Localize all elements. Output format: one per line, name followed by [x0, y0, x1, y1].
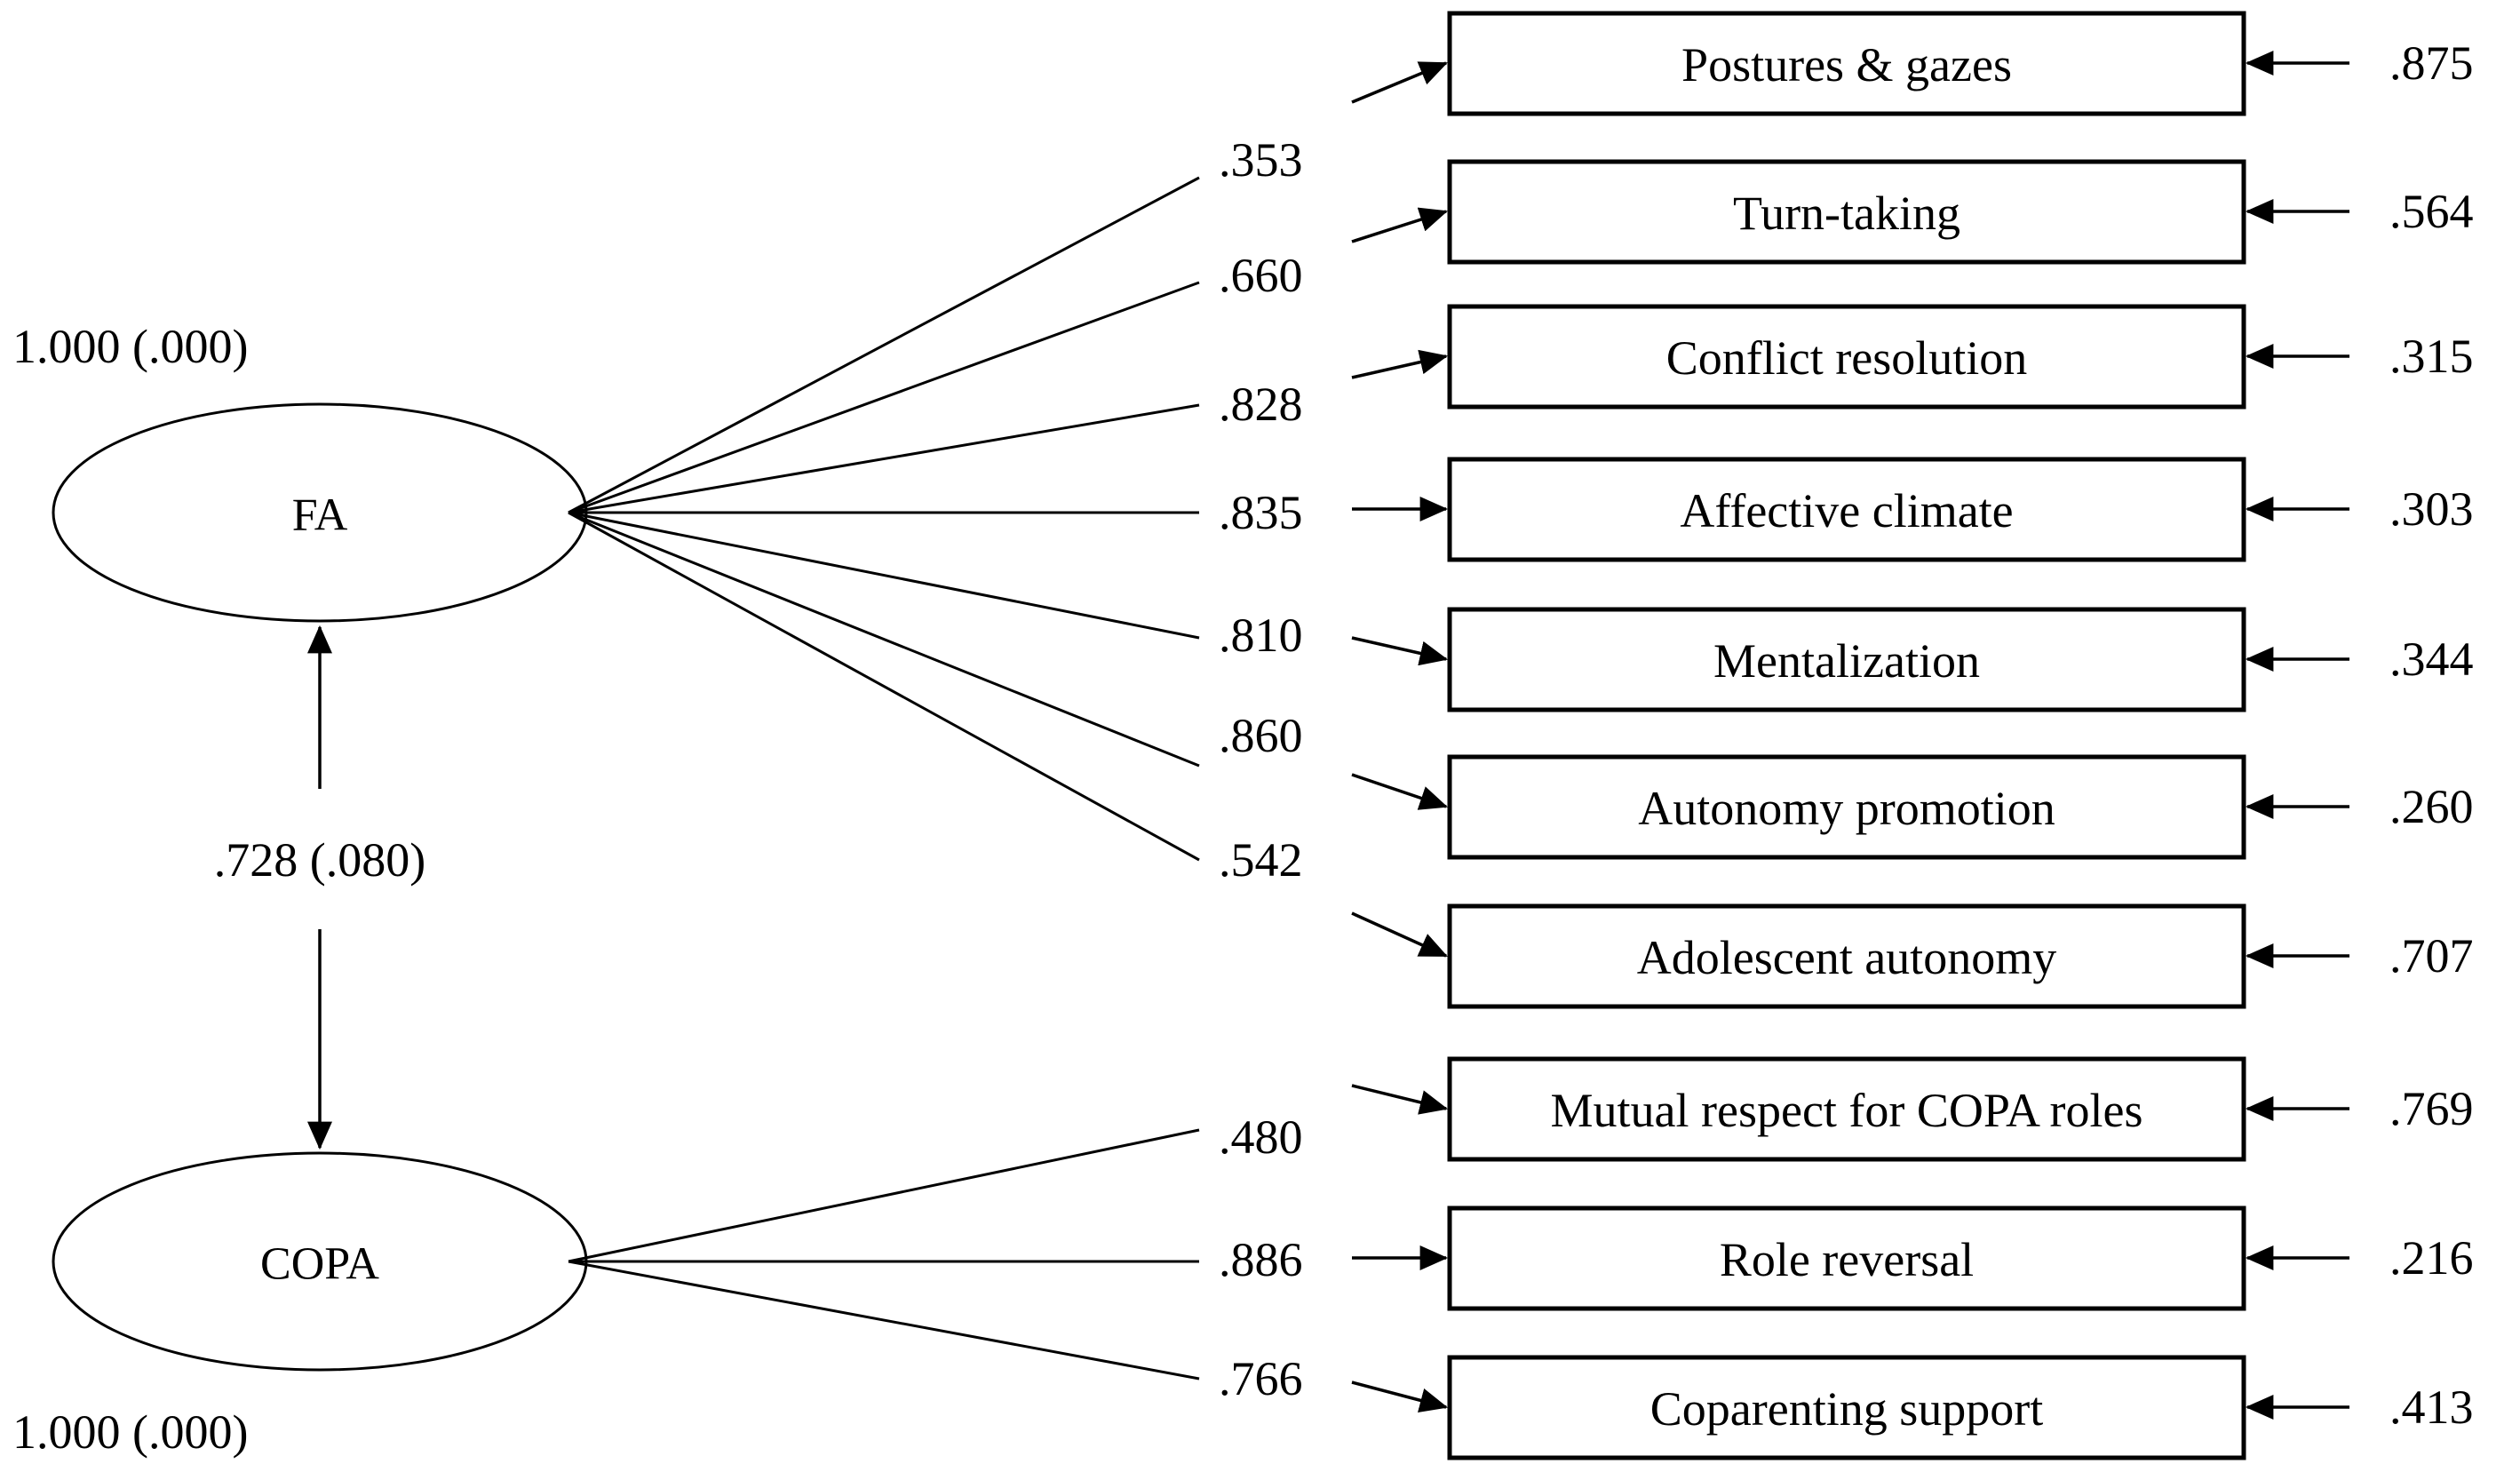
copa-loading-line-2	[568, 1260, 1200, 1380]
indicator-rect[interactable]	[1447, 457, 2246, 562]
indicator-rect[interactable]	[1447, 159, 2246, 265]
loading-arrow-1	[1351, 207, 1448, 243]
loading-arrows	[1351, 61, 1449, 1413]
fa-loading-line-6	[568, 511, 1200, 862]
copa-label: COPA	[260, 1239, 379, 1290]
loading-label-8: .886	[1219, 1233, 1303, 1286]
residual-arrows	[2245, 51, 2349, 1420]
factor-covariance-label: .728 (.080)	[214, 833, 425, 887]
indicator-rect[interactable]	[1447, 607, 2246, 712]
loading-label-4: .810	[1219, 609, 1303, 662]
indicator-box-0[interactable]: Postures & gazes	[1447, 11, 2246, 116]
loading-label-3: .835	[1219, 486, 1303, 539]
indicator-rect[interactable]	[1447, 304, 2246, 410]
residual-label-5: .260	[2389, 780, 2474, 833]
residual-label-7: .769	[2389, 1082, 2474, 1135]
loading-label-5: .860	[1219, 709, 1303, 762]
fa-loading-line-0	[568, 176, 1200, 514]
indicator-box-5[interactable]: Autonomy promotion	[1447, 754, 2246, 860]
loading-arrow-2	[1351, 349, 1449, 379]
residual-label-1: .564	[2389, 185, 2474, 238]
indicator-box-8[interactable]: Role reversal	[1447, 1205, 2246, 1311]
fa-variance-label: 1.000 (.000)	[12, 320, 248, 373]
copa-variance-label: 1.000 (.000)	[12, 1405, 248, 1459]
loading-arrow-5	[1351, 773, 1448, 810]
loading-label-7: .480	[1219, 1110, 1303, 1164]
fa-loading-line-1	[568, 281, 1200, 514]
loading-label-6: .542	[1219, 833, 1303, 887]
indicator-box-3[interactable]: Affective climate	[1447, 457, 2246, 562]
residual-label-8: .216	[2389, 1231, 2474, 1285]
indicator-label: Turn-taking	[1733, 187, 1960, 240]
indicator-box-7[interactable]: Mutual respect for COPA roles	[1447, 1056, 2246, 1162]
latent-factor-copa[interactable]: COPA	[52, 1151, 588, 1372]
indicator-label: Coparenting support	[1650, 1382, 2043, 1436]
residual-label-3: .303	[2389, 482, 2474, 536]
loading-arrow-6	[1351, 911, 1448, 958]
indicator-label: Mutual respect for COPA roles	[1551, 1084, 2143, 1137]
indicator-label: Autonomy promotion	[1638, 782, 2055, 835]
copa-loading-line-0	[568, 1128, 1200, 1263]
loading-arrow-4	[1351, 636, 1449, 666]
indicator-box-2[interactable]: Conflict resolution	[1447, 304, 2246, 410]
residual-label-6: .707	[2389, 929, 2474, 983]
indicator-rect[interactable]	[1447, 903, 2246, 1009]
indicator-rect[interactable]	[1447, 754, 2246, 860]
loading-label-0: .353	[1219, 133, 1303, 187]
indicator-label: Role reversal	[1720, 1233, 1974, 1286]
fa-loading-line-2	[568, 403, 1200, 514]
residual-label-2: .315	[2389, 330, 2474, 383]
fa-loading-line-5	[568, 511, 1200, 768]
indicator-rect[interactable]	[1447, 1355, 2246, 1460]
loading-label-2: .828	[1219, 378, 1303, 431]
loading-label-1: .660	[1219, 249, 1303, 302]
fa-label: FA	[292, 490, 348, 541]
indicator-box-6[interactable]: Adolescent autonomy	[1447, 903, 2246, 1009]
residual-label-4: .344	[2389, 633, 2474, 686]
loading-arrow-9	[1351, 1380, 1449, 1413]
indicator-label: Affective climate	[1680, 484, 2013, 537]
loading-label-9: .766	[1219, 1352, 1303, 1405]
residual-label-9: .413	[2389, 1380, 2474, 1434]
indicator-label: Mentalization	[1713, 634, 1980, 688]
indicator-box-4[interactable]: Mentalization	[1447, 607, 2246, 712]
indicator-label: Postures & gazes	[1681, 38, 2012, 92]
fa-loading-lines	[568, 176, 1200, 862]
indicator-label: Conflict resolution	[1666, 331, 2027, 385]
indicator-box-9[interactable]: Coparenting support	[1447, 1355, 2246, 1460]
latent-factor-fa[interactable]: FA	[52, 402, 588, 623]
indicator-label: Adolescent autonomy	[1637, 931, 2056, 984]
copa-loading-lines	[568, 1128, 1200, 1380]
fa-loading-line-4	[568, 511, 1200, 640]
indicator-rect[interactable]	[1447, 1205, 2246, 1311]
indicator-box-1[interactable]: Turn-taking	[1447, 159, 2246, 265]
loading-arrow-7	[1351, 1084, 1449, 1115]
indicator-rect[interactable]	[1447, 1056, 2246, 1162]
indicator-rect[interactable]	[1447, 11, 2246, 116]
loading-arrow-0	[1351, 61, 1448, 104]
residual-label-0: .875	[2389, 36, 2474, 90]
